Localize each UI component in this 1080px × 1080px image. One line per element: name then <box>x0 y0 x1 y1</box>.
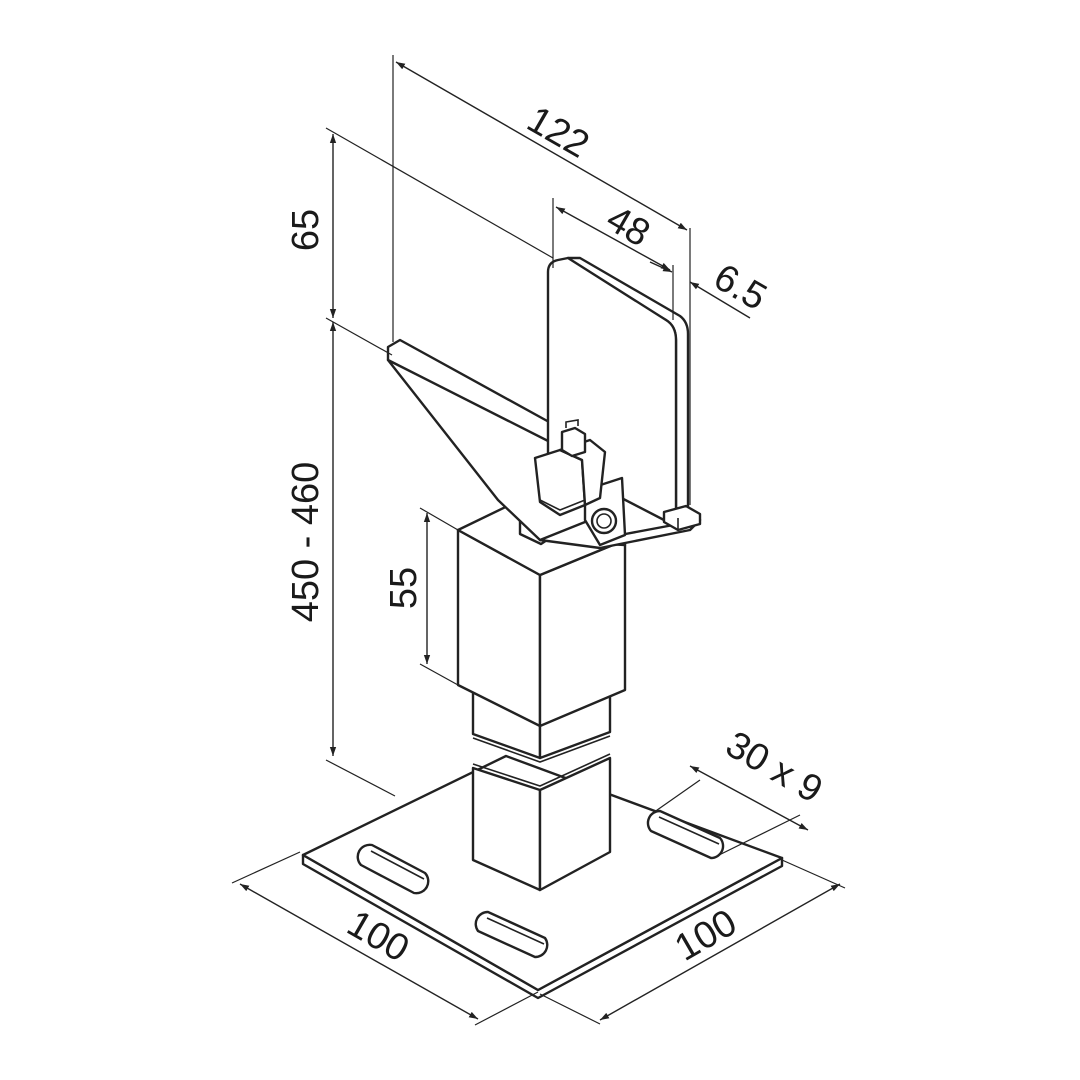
slot-front <box>474 910 549 959</box>
dimension-height-range-label: 450 - 460 <box>285 462 327 623</box>
clamp <box>533 419 627 547</box>
dimension-plate-height: 65 <box>285 127 554 356</box>
dimension-height-range: 450 - 460 <box>285 322 396 797</box>
dimension-total-length-label: 122 <box>520 99 596 167</box>
dimension-plate-height-label: 65 <box>285 209 327 251</box>
dimension-tube-height-label: 55 <box>383 567 425 609</box>
dimension-plate-thickness-label: 6.5 <box>707 256 774 319</box>
dimension-slot-size-label: 30 x 9 <box>719 724 830 812</box>
dimension-tube-height: 55 <box>383 507 459 686</box>
base-slots <box>356 809 725 959</box>
inner-tube-upper <box>471 688 612 787</box>
dimension-plate-width-label: 48 <box>599 198 657 256</box>
inner-tube <box>471 756 612 892</box>
